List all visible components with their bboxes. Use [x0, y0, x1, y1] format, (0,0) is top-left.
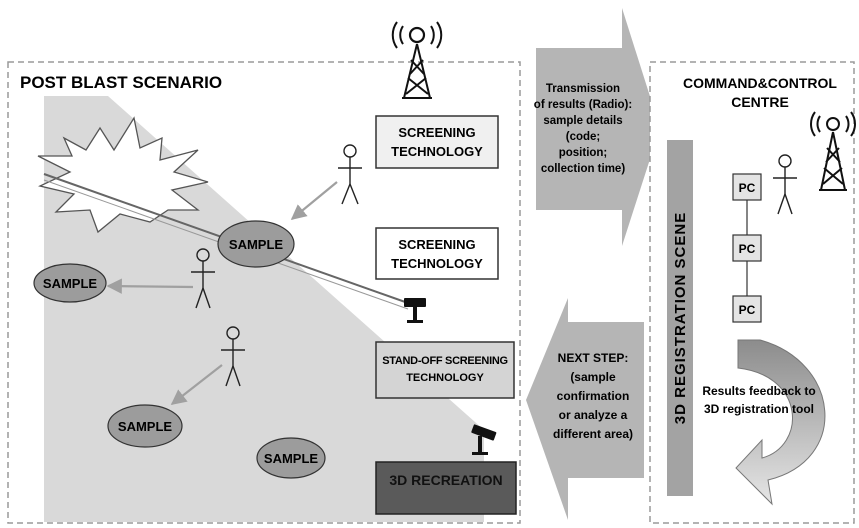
svg-text:PC: PC — [739, 242, 756, 256]
svg-text:or analyze a: or analyze a — [559, 408, 628, 422]
feedback-text-2: 3D registration tool — [704, 402, 814, 416]
svg-text:collection time): collection time) — [541, 163, 626, 175]
svg-text:PC: PC — [739, 303, 756, 317]
3d-recreation-box: 3D RECREATION — [375, 461, 517, 515]
svg-text:of results (Radio):: of results (Radio): — [534, 99, 632, 111]
person-icon — [191, 248, 215, 309]
3d-registration-scene-label: 3D REGISTRATION SCENE — [672, 212, 689, 424]
person-icon — [773, 154, 797, 215]
svg-text:(code;: (code; — [566, 131, 601, 143]
svg-text:SCREENING: SCREENING — [398, 237, 475, 252]
svg-text:TECHNOLOGY: TECHNOLOGY — [391, 144, 483, 159]
post-blast-title: POST BLAST SCENARIO — [20, 73, 222, 92]
standoff-sensor-icon — [471, 424, 497, 455]
screening-technology-box-1: SCREENING TECHNOLOGY — [375, 115, 499, 169]
svg-text:SCREENING: SCREENING — [398, 125, 475, 140]
next-step-text: NEXT STEP: (sample confirmation or analy… — [553, 351, 633, 441]
command-centre-title: COMMAND&CONTROL — [683, 75, 837, 91]
3d-registration-scene-bar — [667, 140, 693, 496]
feedback-text-1: Results feedback to — [702, 384, 815, 398]
person-icon — [221, 326, 245, 387]
pc-node-3: PC — [732, 295, 762, 323]
svg-text:SAMPLE: SAMPLE — [264, 451, 319, 466]
svg-text:confirmation: confirmation — [557, 389, 630, 403]
next-step-arrow — [526, 298, 644, 520]
sample-4: SAMPLE — [256, 437, 326, 479]
svg-text:3D RECREATION: 3D RECREATION — [389, 472, 502, 488]
svg-text:SAMPLE: SAMPLE — [43, 276, 98, 291]
svg-text:SAMPLE: SAMPLE — [118, 419, 173, 434]
sample-2: SAMPLE — [33, 263, 107, 303]
svg-text:PC: PC — [739, 181, 756, 195]
sample-1: SAMPLE — [217, 220, 295, 268]
svg-text:TECHNOLOGY: TECHNOLOGY — [391, 256, 483, 271]
radio-tower-icon — [810, 111, 856, 191]
svg-text:(sample: (sample — [570, 370, 616, 384]
svg-text:different area): different area) — [553, 427, 633, 441]
svg-text:NEXT STEP:: NEXT STEP: — [558, 351, 629, 365]
collect-arrow — [170, 364, 223, 405]
svg-text:sample details: sample details — [543, 115, 622, 127]
pc-node-1: PC — [732, 173, 762, 201]
transmission-arrow — [536, 8, 660, 246]
command-centre-subtitle: CENTRE — [731, 94, 789, 110]
svg-text:position;: position; — [559, 147, 608, 159]
pc-node-2: PC — [732, 234, 762, 262]
standoff-screening-box: STAND-OFF SCREENING TECHNOLOGY — [375, 341, 515, 399]
svg-text:SAMPLE: SAMPLE — [229, 237, 284, 252]
radio-tower-icon — [391, 21, 443, 99]
collect-arrow — [106, 278, 194, 294]
svg-text:STAND-OFF SCREENING: STAND-OFF SCREENING — [382, 355, 507, 367]
explosion-icon — [37, 116, 209, 234]
feedback-curved-arrow — [735, 339, 826, 506]
transmission-text: Transmission of results (Radio): sample … — [534, 83, 632, 175]
sample-3: SAMPLE — [107, 404, 183, 448]
collect-arrow — [290, 181, 338, 220]
svg-text:TECHNOLOGY: TECHNOLOGY — [406, 372, 484, 384]
screening-technology-box-2: SCREENING TECHNOLOGY — [375, 227, 499, 280]
standoff-sensor-icon — [404, 298, 426, 323]
svg-text:Transmission: Transmission — [546, 83, 620, 95]
person-icon — [338, 144, 362, 205]
